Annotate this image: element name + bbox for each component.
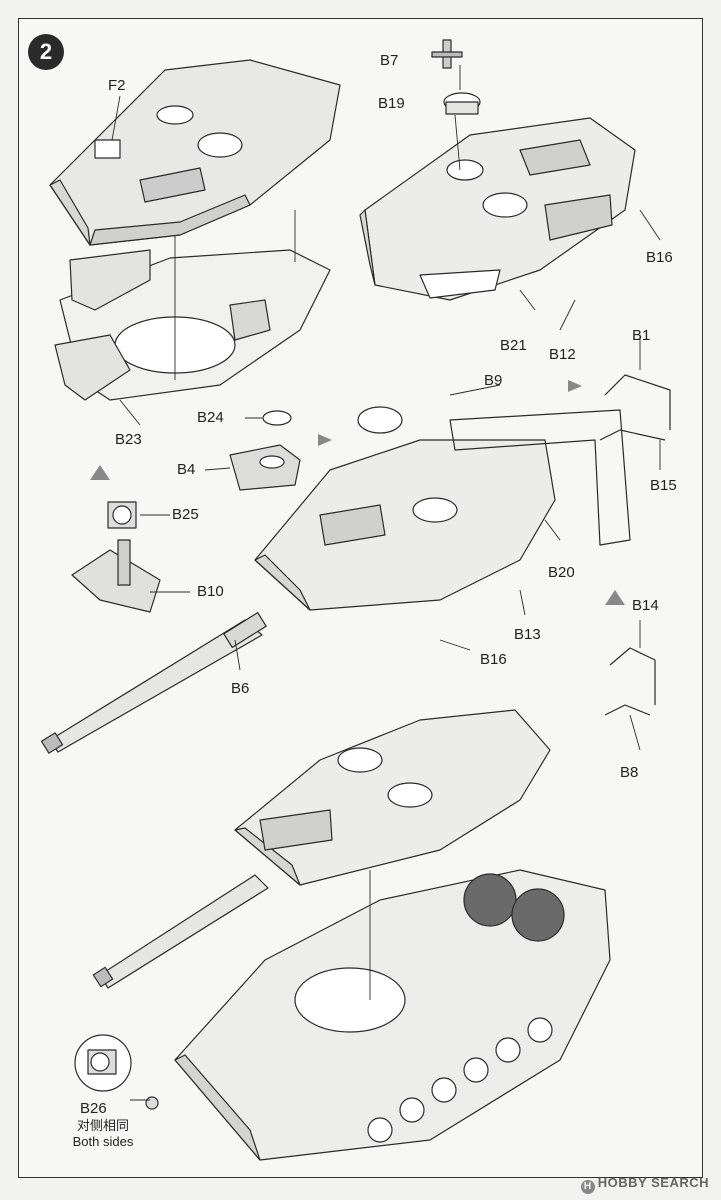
label-b10: B10 <box>197 583 224 600</box>
label-b16-mid: B16 <box>480 651 507 668</box>
turret-upper-shell <box>49 59 341 246</box>
label-b16-top: B16 <box>646 249 673 266</box>
watermark-logo-icon: H <box>580 1180 595 1194</box>
both-sides-note: 对侧相同 Both sides <box>58 1118 148 1151</box>
label-b24: B24 <box>197 409 224 426</box>
tank-hull-assembled <box>174 869 611 1161</box>
turret-mid-assembly <box>254 406 631 611</box>
turret-bottom-plate <box>54 249 331 401</box>
label-b6: B6 <box>231 680 250 697</box>
gun-barrel-bottom <box>92 874 269 989</box>
label-b12: B12 <box>549 346 576 363</box>
direction-arrows <box>90 380 625 605</box>
label-b14: B14 <box>632 597 659 614</box>
label-b13: B13 <box>514 626 541 643</box>
label-f2: F2 <box>108 77 126 94</box>
label-b7: B7 <box>380 52 399 69</box>
label-b8: B8 <box>620 764 639 781</box>
turret-bottom-assembly <box>234 709 551 886</box>
label-b9: B9 <box>484 372 503 389</box>
b7-b19-parts <box>431 39 481 115</box>
label-b1: B1 <box>632 327 651 344</box>
label-b4: B4 <box>177 461 196 478</box>
note-english: Both sides <box>72 1134 134 1150</box>
b24-b4-parts <box>229 410 301 491</box>
rail-parts <box>599 374 671 716</box>
gun-barrel-b6 <box>40 612 267 754</box>
label-b26: B26 <box>80 1100 107 1117</box>
leader-lines <box>111 65 661 1101</box>
label-b20: B20 <box>548 564 575 581</box>
note-chinese: 对侧相同 <box>76 1118 129 1133</box>
label-b23: B23 <box>115 431 142 448</box>
watermark-text: HOBBY SEARCH <box>597 1175 709 1190</box>
label-b15: B15 <box>650 477 677 494</box>
label-b25: B25 <box>172 506 199 523</box>
label-b21: B21 <box>500 337 527 354</box>
turret-assembled-top-right <box>359 117 636 301</box>
step-number-badge: 2 <box>28 34 64 70</box>
b25-b10-parts <box>71 501 161 613</box>
b26-callout <box>74 1034 159 1110</box>
label-b19: B19 <box>378 95 405 112</box>
